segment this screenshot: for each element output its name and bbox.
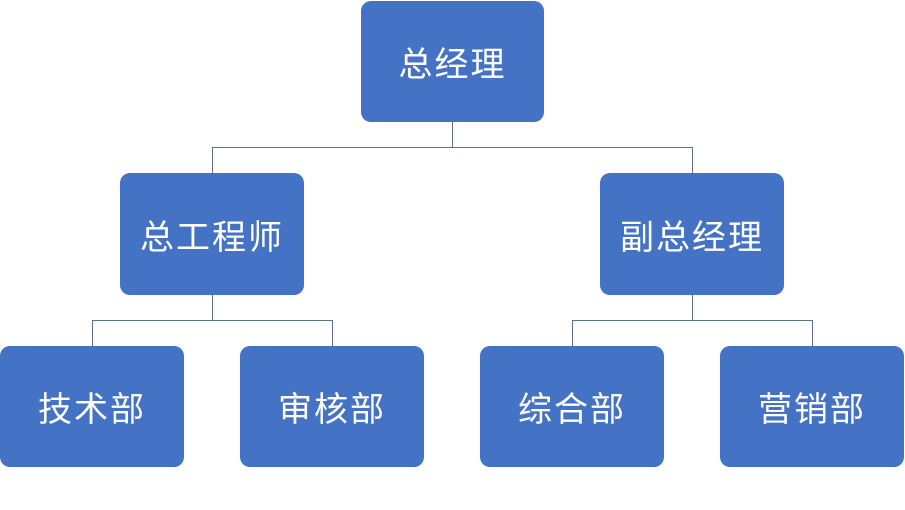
- connector-to-chief-engineer: [212, 147, 213, 173]
- node-label: 总经理: [398, 45, 507, 85]
- connector-right-bus: [572, 320, 813, 321]
- node-deputy-general-manager: 副总经理: [600, 173, 784, 295]
- connector-left-bus: [92, 320, 333, 321]
- node-label: 审核部: [278, 390, 386, 430]
- node-general-affairs-dept: 综合部: [480, 346, 664, 467]
- node-label: 副总经理: [620, 217, 764, 258]
- connector-to-audit-dept: [332, 320, 333, 346]
- node-label: 技术部: [38, 390, 146, 430]
- connector-to-general-dept: [572, 320, 573, 346]
- node-marketing-dept: 营销部: [720, 346, 904, 467]
- connector-root-down: [452, 122, 453, 148]
- node-label: 综合部: [518, 390, 626, 430]
- node-tech-dept: 技术部: [0, 346, 184, 467]
- connector-chief-engineer-down: [212, 295, 213, 321]
- node-chief-engineer: 总工程师: [120, 173, 304, 295]
- node-label: 营销部: [758, 390, 866, 430]
- connector-to-marketing-dept: [812, 320, 813, 346]
- connector-to-deputy-gm: [692, 147, 693, 173]
- connector-level1-bus: [212, 147, 693, 148]
- node-audit-dept: 审核部: [240, 346, 424, 467]
- node-label: 总工程师: [140, 217, 284, 258]
- connector-to-tech-dept: [92, 320, 93, 346]
- connector-deputy-gm-down: [692, 295, 693, 321]
- node-general-manager: 总经理: [361, 1, 544, 122]
